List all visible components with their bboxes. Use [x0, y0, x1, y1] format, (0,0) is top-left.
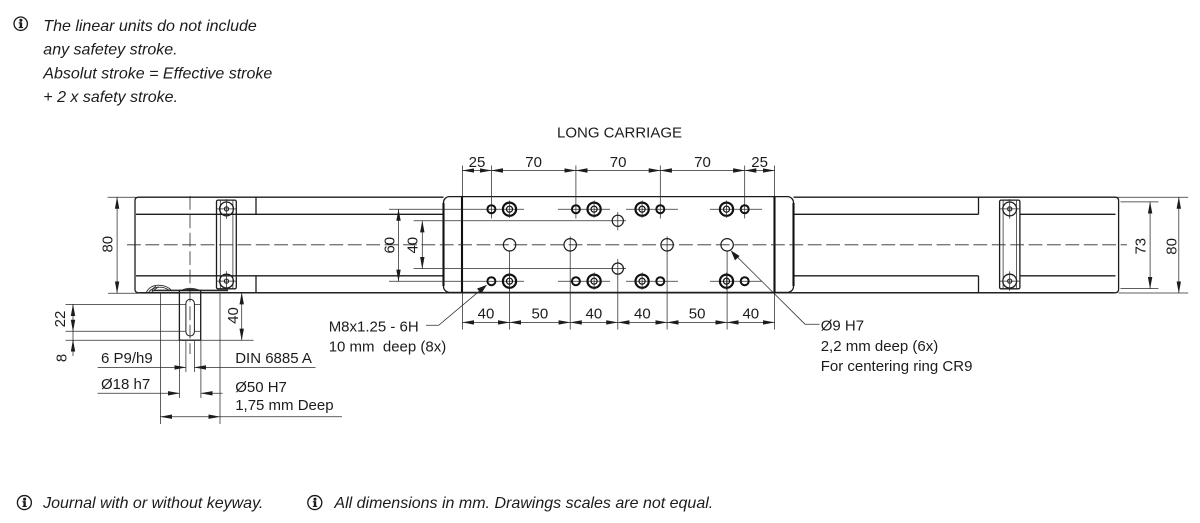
svg-text:DIN 6885 A: DIN 6885 A	[235, 350, 312, 367]
svg-text:70: 70	[610, 154, 627, 171]
svg-text:80: 80	[1163, 238, 1180, 255]
svg-text:Ø9 H7: Ø9 H7	[821, 318, 864, 335]
svg-text:40: 40	[634, 306, 651, 323]
svg-text:Absolut stroke = Effective str: Absolut stroke = Effective stroke	[42, 65, 272, 82]
svg-text:+ 2 x safety stroke.: + 2 x safety stroke.	[43, 89, 178, 106]
svg-text:1,75 mm Deep: 1,75 mm Deep	[235, 397, 333, 414]
svg-text:any safetey stroke.: any safetey stroke.	[43, 42, 177, 59]
svg-text:40: 40	[225, 307, 242, 324]
svg-text:70: 70	[525, 154, 542, 171]
svg-text:8: 8	[53, 354, 70, 362]
svg-text:10 mm deep (8x): 10 mm deep (8x)	[329, 339, 447, 356]
svg-text:60: 60	[381, 237, 398, 254]
svg-text:Ø18 h7: Ø18 h7	[101, 376, 150, 393]
svg-text:25: 25	[751, 154, 768, 171]
svg-text:2,2 mm deep (6x): 2,2 mm deep (6x)	[821, 338, 939, 355]
svg-text:6 P9/h9: 6 P9/h9	[101, 350, 153, 367]
svg-text:40: 40	[404, 237, 421, 254]
svg-text:M8x1.25 - 6H: M8x1.25 - 6H	[329, 319, 419, 336]
svg-text:All dimensions in mm. Drawings: All dimensions in mm. Drawings scales ar…	[333, 495, 713, 512]
svg-text:Ø50 H7: Ø50 H7	[235, 379, 287, 396]
svg-text:The linear units do not includ: The linear units do not include	[43, 18, 257, 35]
svg-text:25: 25	[469, 154, 486, 171]
svg-text:40: 40	[586, 306, 603, 323]
svg-text:70: 70	[694, 154, 711, 171]
svg-text:40: 40	[478, 306, 495, 323]
svg-text:For centering ring CR9: For centering ring CR9	[821, 358, 973, 375]
svg-text:LONG CARRIAGE: LONG CARRIAGE	[557, 125, 682, 142]
svg-text:22: 22	[52, 311, 69, 328]
svg-text:50: 50	[532, 306, 549, 323]
svg-text:80: 80	[100, 236, 117, 253]
svg-text:73: 73	[1132, 238, 1149, 255]
svg-text:Journal with or without keyway: Journal with or without keyway.	[42, 495, 263, 512]
svg-text:40: 40	[742, 306, 759, 323]
svg-text:50: 50	[689, 306, 706, 323]
